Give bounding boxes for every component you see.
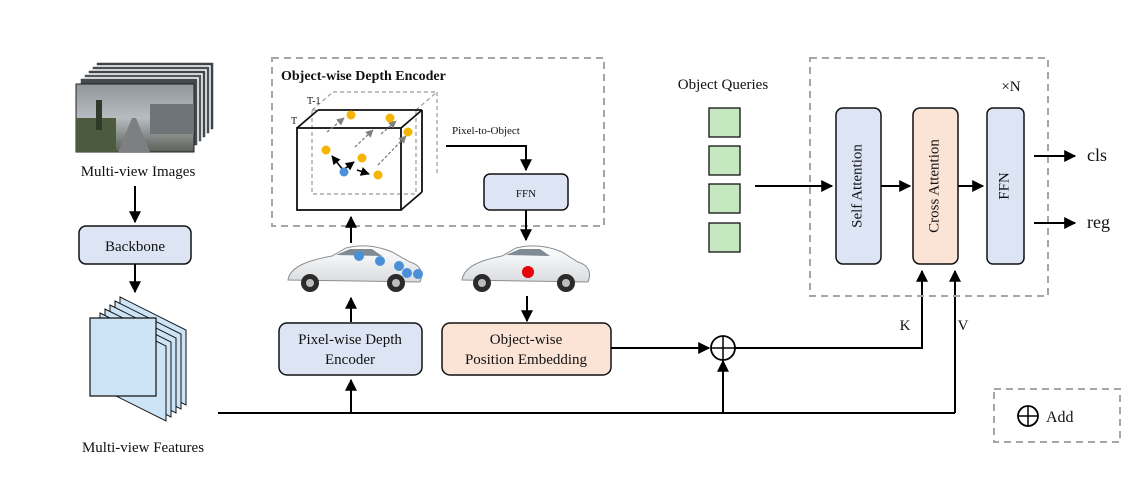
street-image [75,83,195,153]
repeat-label: ×N [1001,79,1020,95]
multi-view-images-stack [75,61,215,153]
circle-plus-icon [1017,405,1039,427]
frame-t-minus-1-cube [311,91,438,195]
pixel-depth-encoder-line2: Encoder [325,352,375,368]
point-yellow [346,110,356,120]
inner-ffn-label: FFN [516,188,536,200]
add-node-icon [710,335,736,361]
multi-view-images-label: Multi-view Images [81,164,196,180]
point-yellow [373,170,383,180]
object-queries [708,107,741,253]
point-yellow [357,153,367,163]
pixel-to-object-arrow [446,145,532,172]
key-label: K [900,318,911,334]
frame-t-minus-1-label: T-1 [307,96,321,107]
query-token [708,222,741,253]
self-attention-box: Self Attention [835,107,882,265]
pixel-depth-encoder-box: Pixel-wise Depth Encoder [278,322,423,376]
position-embedding-line1: Object-wise [490,332,563,348]
backbone-box: Backbone [78,225,192,265]
backbone-label: Backbone [105,239,165,255]
query-token [708,183,741,214]
value-label: V [958,318,969,334]
frame-t-label: T [291,116,297,127]
legend-box: Add [993,388,1121,443]
pixel-to-object-label: Pixel-to-Object [452,125,520,137]
temporal-motion-arrows [326,117,407,166]
output-cls: cls [1087,145,1107,165]
object-queries-label: Object Queries [678,77,769,93]
object-center-point [522,266,534,278]
output-reg: reg [1087,212,1110,232]
cross-attention-box: Cross Attention [912,107,959,265]
point-yellow [385,113,395,123]
multi-view-features-label: Multi-view Features [82,440,204,456]
query-token [708,107,741,138]
self-attention-label: Self Attention [849,144,865,228]
point-yellow [403,127,413,137]
position-embedding-line2: Position Embedding [465,352,588,368]
cross-attention-label: Cross Attention [926,139,942,233]
object-points [321,110,413,180]
inner-ffn-box: FFN [483,173,569,211]
query-token [708,145,741,176]
decoder-ffn-box: FFN [986,107,1025,265]
multi-view-features-stack [89,296,187,422]
position-embedding-box: Object-wise Position Embedding [441,322,612,376]
decoder-ffn-label: FFN [996,172,1012,200]
legend-add-label: Add [1046,409,1074,426]
pixel-depth-encoder-line1: Pixel-wise Depth [298,332,402,348]
object-depth-encoder-title: Object-wise Depth Encoder [281,69,446,84]
car-pixel-depth-image [287,245,423,292]
frame-t-cube [296,109,423,211]
decoder-frame [809,57,1049,297]
point-yellow [321,145,331,155]
point-blue [339,167,349,177]
object-depth-encoder-frame [271,57,605,227]
car-object-center-image [461,245,591,292]
key-arrow [735,269,928,349]
